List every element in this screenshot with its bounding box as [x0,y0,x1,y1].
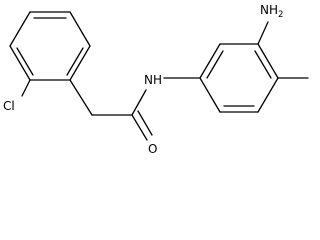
oxygen-atom-label: O [148,142,157,155]
bond [69,11,91,47]
amide-nitrogen-label: NH [144,73,162,87]
bond [69,45,91,81]
bond-c-cl [21,79,31,97]
bond-carbonyl-nitrogen [131,89,147,116]
bond [9,11,31,47]
amino-nh-text: NH [260,3,278,17]
chlorophenyl-ring [9,11,91,81]
bond [257,77,279,113]
bond [9,45,31,81]
bond [199,77,221,113]
bond [257,43,279,79]
aminomethylphenyl-ring [199,43,279,113]
molecule-structure: Cl O NH NH2 [3,3,309,155]
bond-ring-amino [257,21,269,45]
chlorine-atom-label: Cl [3,99,15,113]
double-bond-inner [206,50,224,79]
amino-group-label: NH2 [260,3,283,20]
bond-carbonyl-oxygen-double [137,110,153,136]
double-bond-inner [254,50,272,79]
bond [199,43,221,79]
double-bond-inner [16,47,34,76]
double-bond-inner [66,47,84,76]
amino-subscript: 2 [278,10,283,20]
bond-carbonyl-oxygen [131,114,148,141]
bond-ring-ch2 [69,79,93,116]
